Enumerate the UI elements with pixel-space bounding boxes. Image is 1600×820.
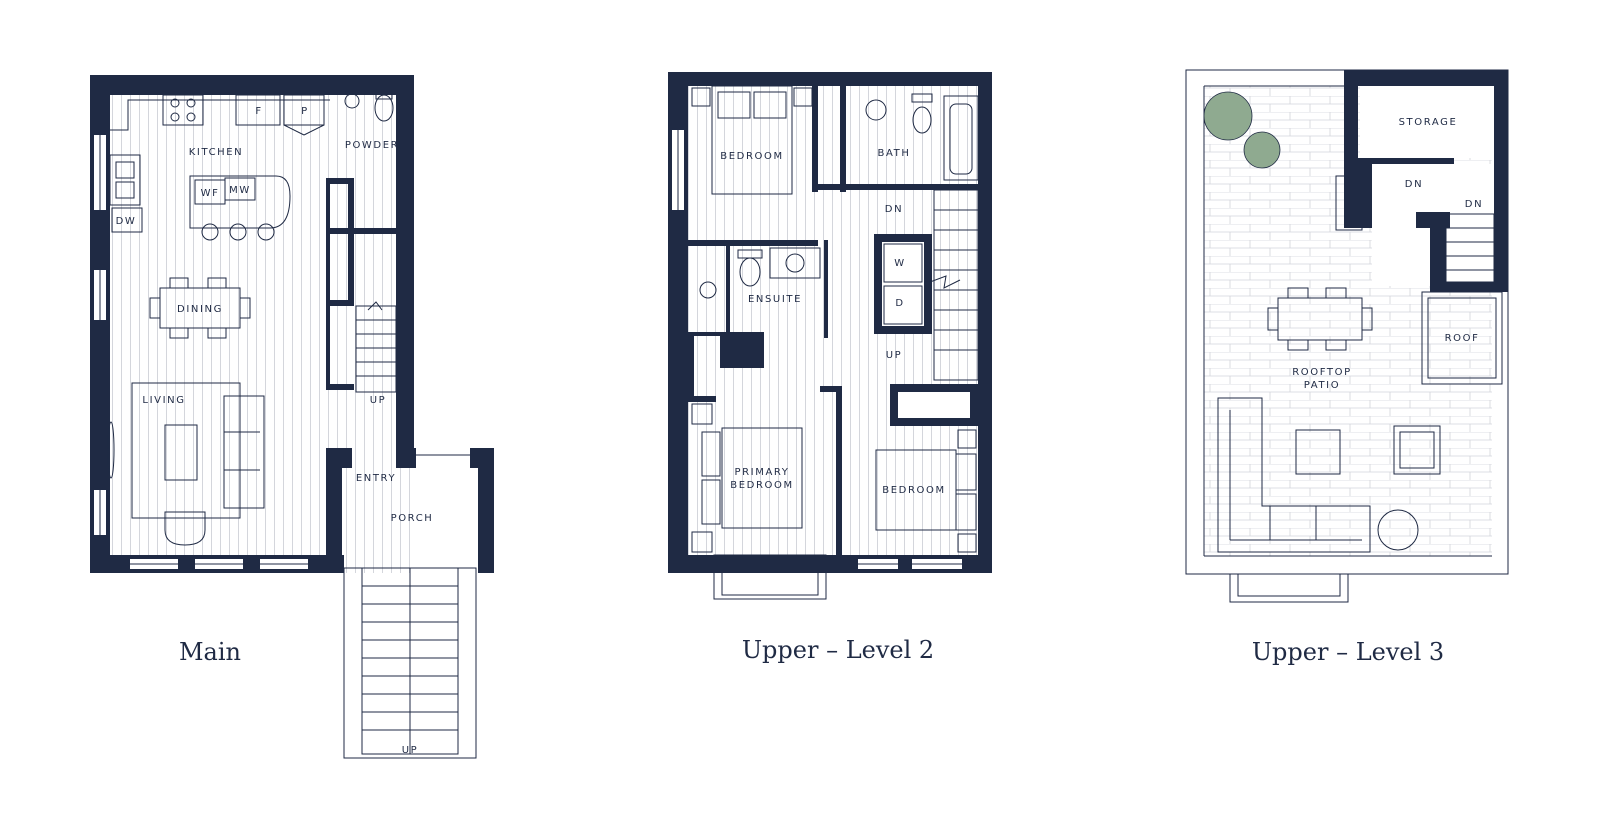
- level3-title: Upper – Level 3: [1252, 638, 1444, 666]
- porch-label: PORCH: [391, 513, 434, 524]
- plan-level-2: BEDROOM BATH DN W D ENSUITE UP PRIMARY B…: [668, 72, 992, 664]
- main-floor: [90, 75, 414, 573]
- kitchen-label: KITCHEN: [189, 147, 244, 158]
- primary-bedroom-label-line2: BEDROOM: [730, 480, 793, 491]
- level3-stairs-down-2-label: DN: [1465, 199, 1483, 210]
- level3-stairs-down-1-label: DN: [1405, 179, 1423, 190]
- fridge-label: F: [255, 106, 262, 117]
- dishwasher-label: DW: [116, 216, 137, 227]
- roof-label: ROOF: [1445, 333, 1480, 344]
- bedroom-1-label: BEDROOM: [720, 151, 783, 162]
- level2-floor: [668, 72, 992, 573]
- rooftop-patio-label-line1: ROOFTOP: [1292, 367, 1351, 378]
- rooftop-patio-label-line2: PATIO: [1304, 380, 1340, 391]
- porch-stairs-up-label: UP: [402, 745, 419, 756]
- living-label: LIVING: [142, 395, 185, 406]
- dining-label: DINING: [177, 304, 223, 315]
- powder-label: POWDER: [345, 140, 399, 151]
- washer-label: W: [894, 258, 906, 269]
- storage-label: STORAGE: [1399, 117, 1458, 128]
- wine-fridge-label: WF: [201, 188, 220, 199]
- pantry-label: P: [301, 106, 309, 117]
- inside-stairs-up-label: UP: [370, 395, 387, 406]
- level2-stairs-down-label: DN: [885, 204, 903, 215]
- planter-large: [1203, 91, 1253, 141]
- dryer-label: D: [895, 298, 904, 309]
- main-level-title: Main: [179, 638, 241, 666]
- level2-title: Upper – Level 2: [742, 636, 934, 664]
- primary-bedroom-label-line1: PRIMARY: [734, 467, 789, 478]
- plan-main: KITCHEN POWDER F P WF MW DW DINING LIVIN…: [90, 75, 494, 759]
- bath-label: BATH: [878, 148, 911, 159]
- microwave-label: MW: [229, 185, 251, 196]
- ensuite-label: ENSUITE: [748, 294, 802, 305]
- entry-label: ENTRY: [356, 473, 396, 484]
- plan-level-3: STORAGE DN DN ROOF ROOFTOP PATIO Upper –…: [1185, 69, 1509, 666]
- bedroom-2-label: BEDROOM: [882, 485, 945, 496]
- level2-stairs-up-label: UP: [886, 350, 903, 361]
- planter-small: [1243, 131, 1281, 169]
